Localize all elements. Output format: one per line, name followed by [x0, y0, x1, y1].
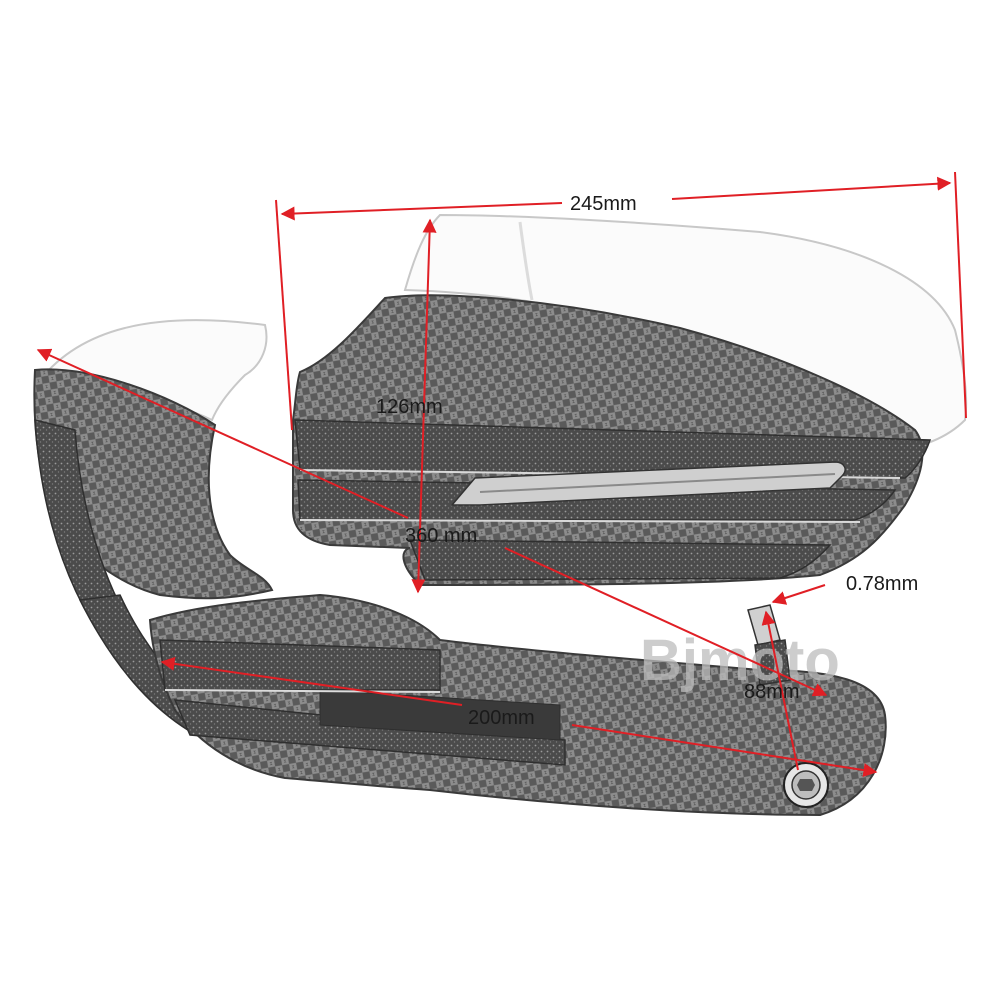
- handguard-left-icon: [33, 319, 887, 817]
- hex-bolt-icon: [783, 762, 829, 808]
- dim-label-bar-length: 200mm: [468, 707, 535, 729]
- dim-label-width-top: 245mm: [570, 193, 637, 215]
- dim-extension-left: [275, 199, 293, 431]
- dim-line-bar-length: [160, 656, 463, 706]
- dim-label-clamp-thickness: 0.78mm: [846, 573, 918, 595]
- dim-line-diagonal: [36, 348, 409, 519]
- handguard-right-icon: [292, 213, 968, 587]
- dim-line-width-top: [280, 202, 563, 221]
- dim-label-height: 126mm: [376, 396, 443, 418]
- dim-label-mount-width: 88mm: [744, 681, 800, 703]
- dim-line-clamp-thickness: [771, 584, 826, 605]
- dim-label-diagonal: 360 mm: [405, 525, 477, 547]
- dim-line-height: [411, 218, 437, 594]
- brand-watermark: Bjmoto: [640, 628, 840, 693]
- dimension-lines: [36, 171, 967, 777]
- dim-line-mount-width: [761, 610, 799, 771]
- dim-extension-right: [954, 171, 967, 419]
